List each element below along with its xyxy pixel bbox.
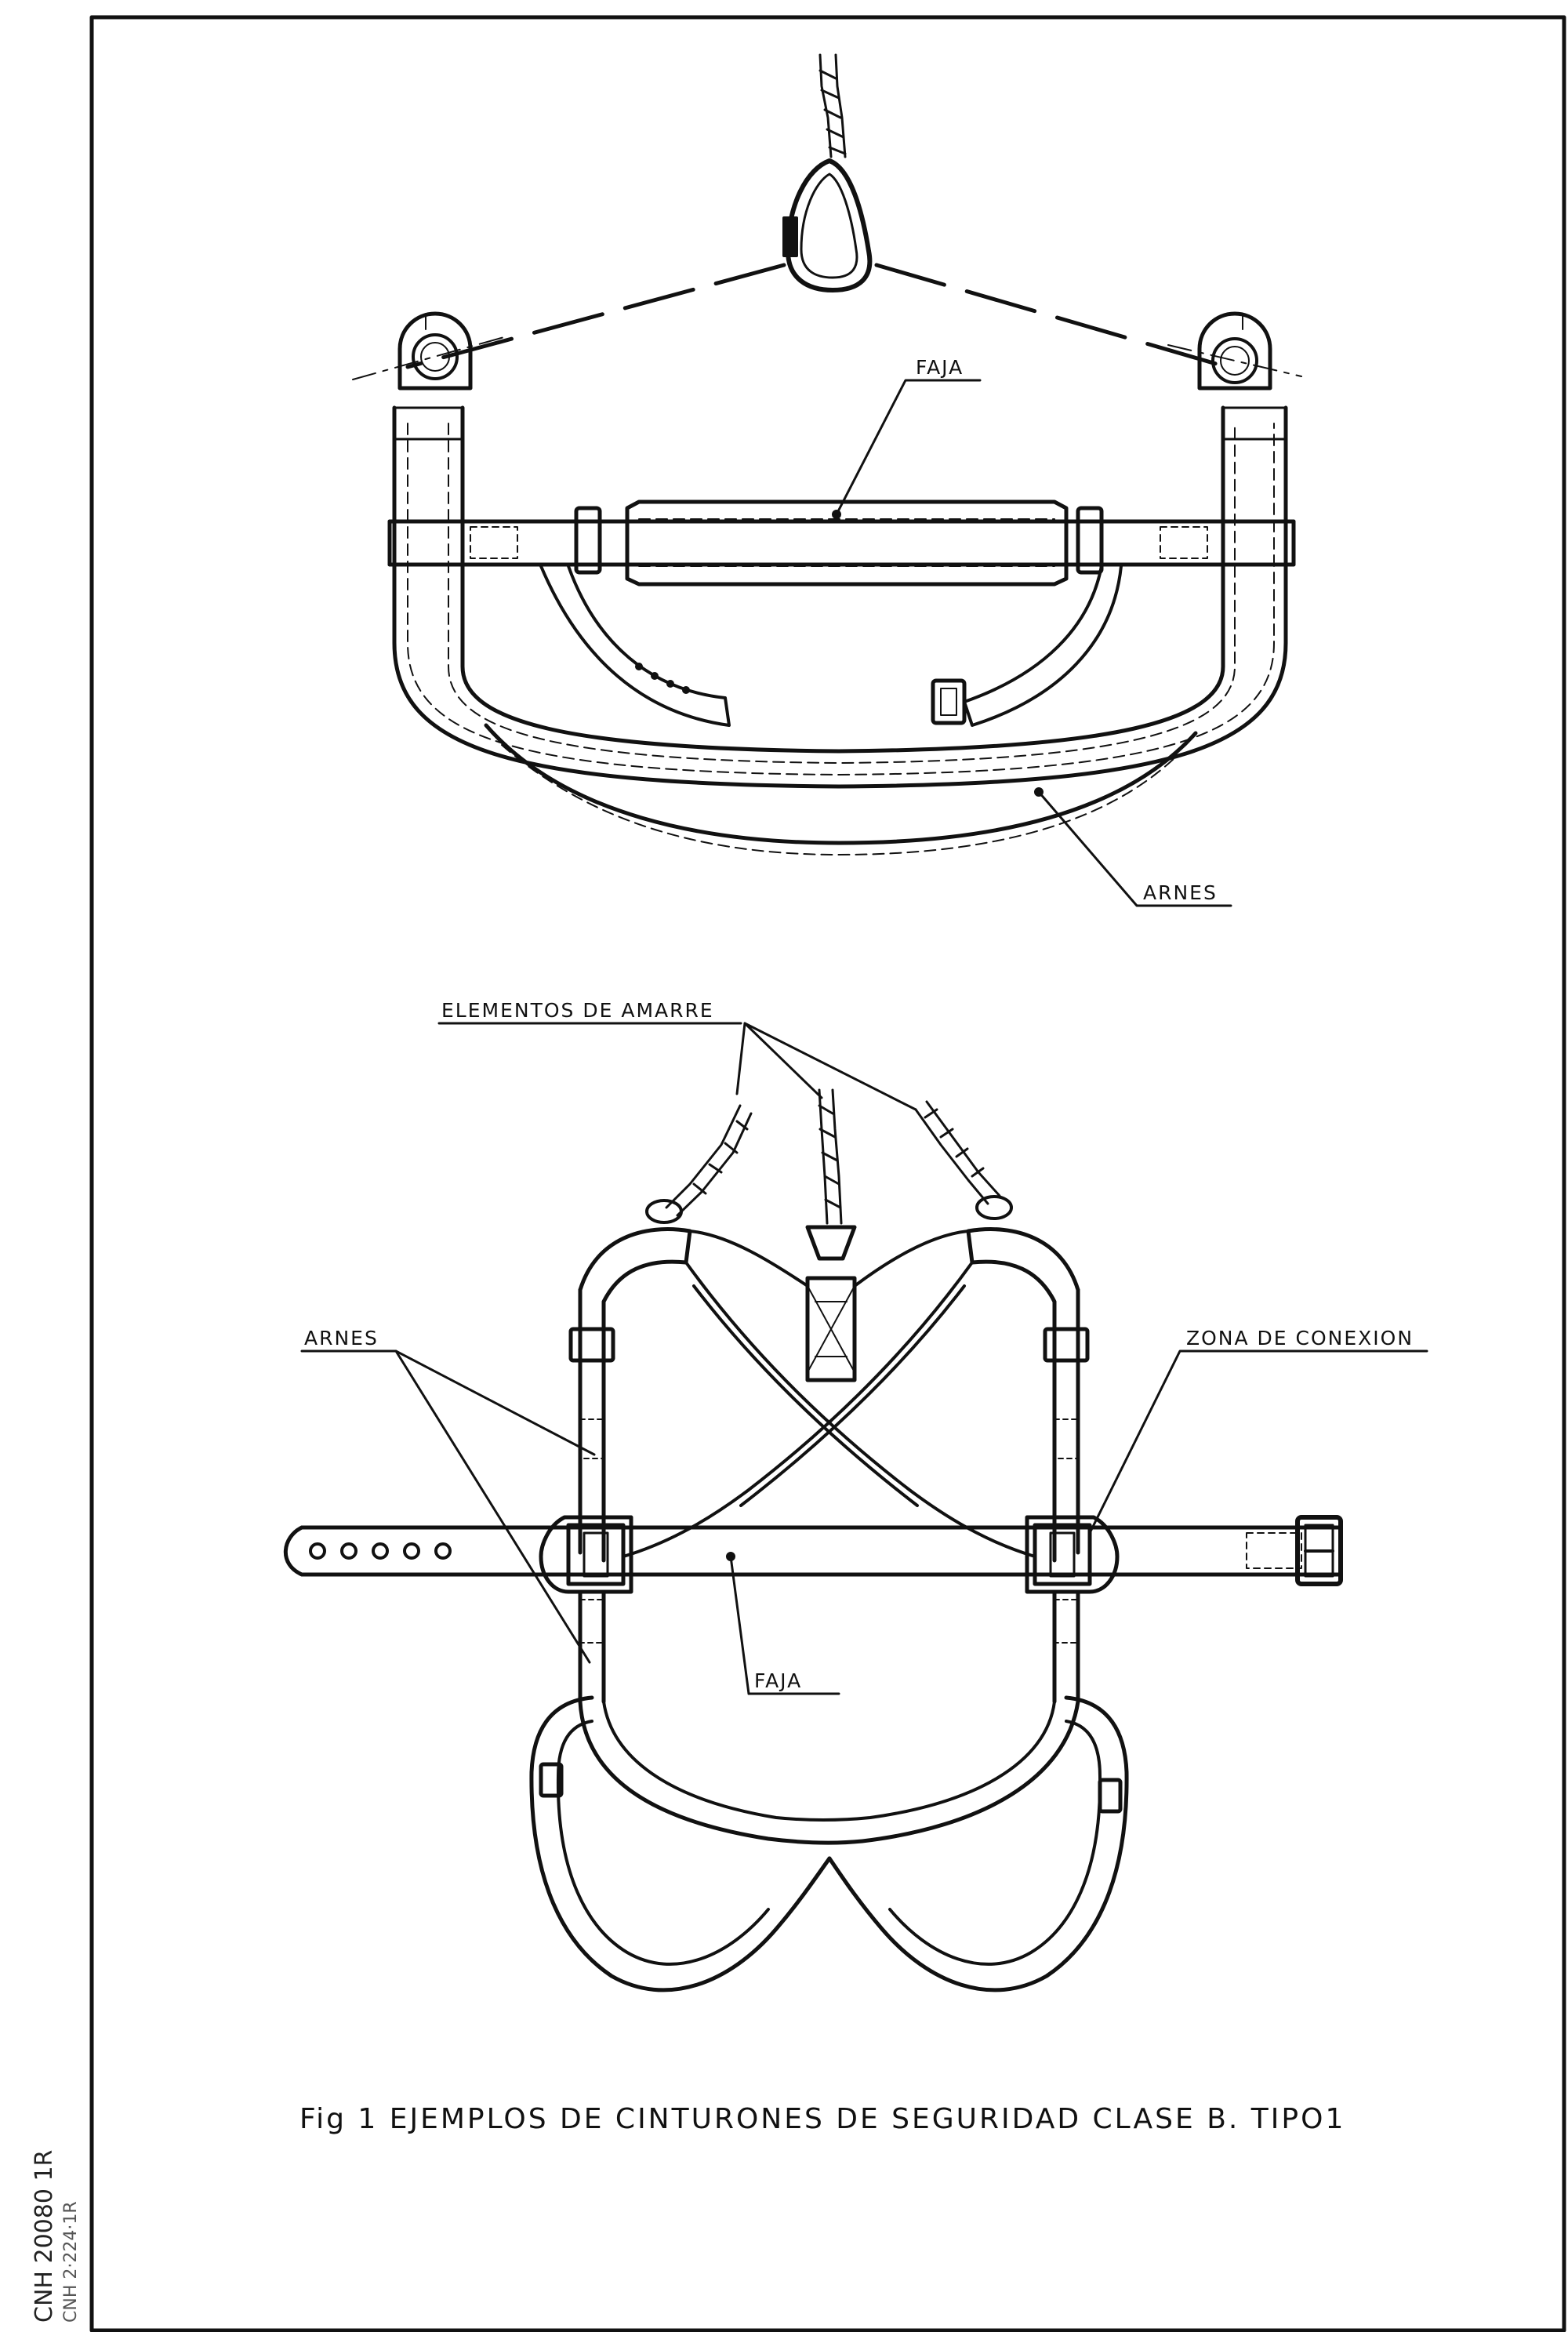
top-carabiner [782, 158, 873, 292]
page-frame [89, 15, 1566, 2332]
top-harness-u-strap [392, 405, 1288, 855]
figure-caption: Fig 1 EJEMPLOS DE CINTURONES DE SEGURIDA… [299, 2103, 1346, 2135]
label-faja-bottom: FAJA [754, 1669, 803, 1692]
label-elementos-de-amarre: ELEMENTOS DE AMARRE [441, 999, 714, 1022]
bottom-figure-harness [283, 1022, 1428, 1992]
label-arnes-top: ARNES [1143, 881, 1218, 904]
top-figure-belt-suspended [352, 53, 1302, 907]
shoulder-straps [568, 1227, 1090, 1563]
label-zona-de-conexion: ZONA DE CONEXION [1186, 1327, 1414, 1349]
connection-ring-left [539, 1515, 633, 1594]
bottom-ropes [665, 1088, 1001, 1225]
zona-leader [1088, 1349, 1428, 1535]
reference-stamp-2: CNH 2·224·1R [61, 2201, 81, 2323]
top-d-ring-right [1167, 311, 1302, 390]
suspension-dashed-line-left [405, 263, 786, 369]
elementos-leader [437, 1022, 917, 1111]
arnes-bottom-leader [300, 1349, 596, 1664]
lower-leg-straps [529, 1589, 1129, 1992]
connection-ring-right [1025, 1515, 1120, 1594]
top-belt-faja [387, 499, 1296, 727]
arnes-top-leader [1037, 790, 1232, 907]
top-d-ring-left [352, 311, 510, 390]
suspension-dashed-line-right [874, 263, 1229, 369]
faja-top-leader [835, 379, 982, 516]
label-faja-top: FAJA [916, 356, 964, 379]
label-arnes-bottom: ARNES [304, 1327, 379, 1349]
top-rope [818, 53, 847, 158]
bottom-belt-faja [283, 1515, 1343, 1586]
back-pad [805, 1276, 857, 1382]
reference-stamp-1: CNH 20080 1R [31, 2149, 58, 2323]
faja-bottom-leader [729, 1555, 840, 1695]
